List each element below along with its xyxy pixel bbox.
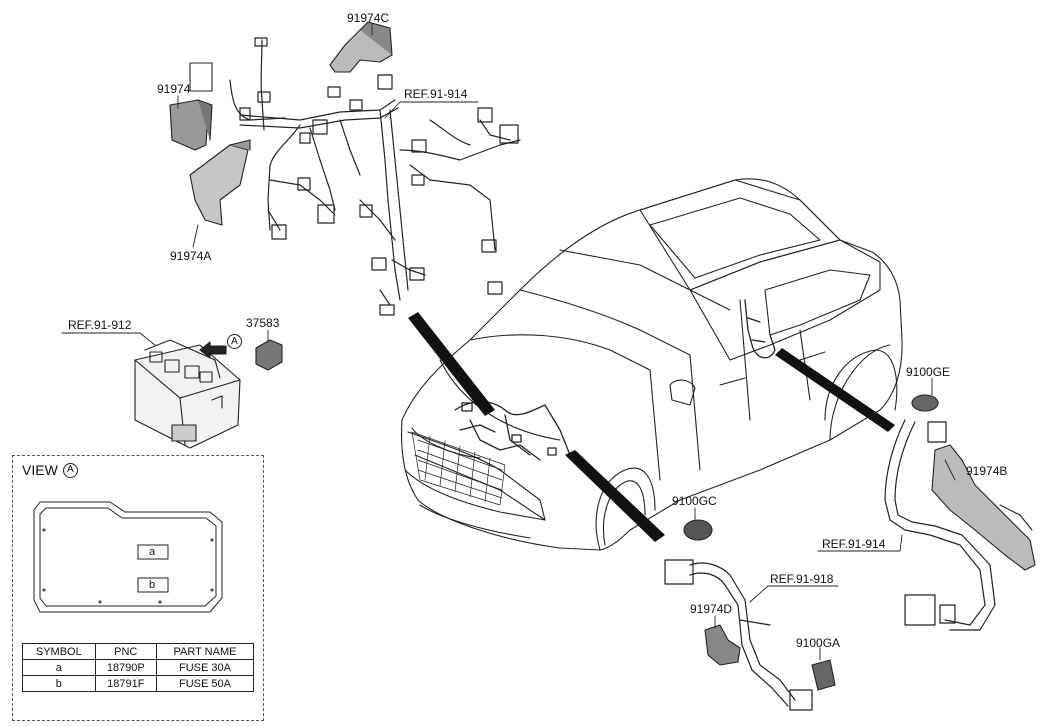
- part-91974-protector: [169, 62, 213, 151]
- view-a-title: VIEW A: [22, 462, 78, 478]
- cell-part-name: FUSE 30A: [155, 659, 255, 676]
- label-9100ge: 9100GE: [906, 365, 951, 379]
- label-9100gc: 9100GC: [672, 494, 717, 508]
- view-marker-circle: A: [227, 334, 242, 349]
- bottom-harness: [664, 559, 813, 711]
- label-ref-91-918: REF.91-918: [770, 572, 834, 586]
- vehicle-grille: [411, 431, 506, 506]
- right-harness: [884, 419, 996, 631]
- view-arrow: [199, 341, 227, 359]
- label-91974d: 91974D: [690, 602, 733, 616]
- cell-symbol: b: [22, 675, 96, 692]
- header-pnc: PNC: [94, 643, 157, 660]
- cell-pnc: 18790P: [94, 659, 157, 676]
- part-91974c-protector: [329, 21, 393, 73]
- label-37583: 37583: [246, 316, 280, 330]
- label-ref-91-912: REF.91-912: [68, 318, 132, 332]
- label-91974c: 91974C: [347, 11, 390, 25]
- header-part-name: PART NAME: [155, 643, 255, 660]
- view-a-panel: [12, 455, 264, 721]
- vehicle-outline: [401, 178, 903, 551]
- cell-pnc: 18791F: [94, 675, 157, 692]
- view-title-text: VIEW: [22, 462, 58, 478]
- cell-part-name: FUSE 50A: [155, 675, 255, 692]
- callout-bands: [408, 312, 895, 542]
- parts-table: SYMBOL PNC PART NAME a 18790P FUSE 30A b…: [22, 643, 255, 692]
- fuse-b-label: b: [148, 579, 156, 591]
- part-91974a-protector: [189, 139, 251, 226]
- part-9100ge-grommet: [911, 394, 939, 412]
- part-91974d-protector: [704, 624, 741, 666]
- table-row: a 18790P FUSE 30A: [22, 659, 255, 676]
- view-title-marker: A: [62, 462, 78, 478]
- part-9100ga-grommet: [811, 659, 836, 691]
- parts-table-header: SYMBOL PNC PART NAME: [22, 643, 255, 660]
- junction-box: [134, 339, 241, 449]
- label-ref-91-914-top: REF.91-914: [404, 87, 468, 101]
- fuse-box-outline: [33, 501, 223, 613]
- label-91974: 91974: [157, 82, 191, 96]
- cell-symbol: a: [22, 659, 96, 676]
- main-harness: [229, 37, 521, 316]
- part-9100gc-grommet: [683, 519, 713, 541]
- vehicle-engine-wiring: [454, 401, 571, 461]
- table-row: b 18791F FUSE 50A: [22, 675, 255, 692]
- header-symbol: SYMBOL: [22, 643, 96, 660]
- label-91974b: 91974B: [966, 464, 1008, 478]
- fuse-a-label: a: [148, 546, 156, 558]
- part-37583-relay: [255, 339, 283, 371]
- vehicle-door-wiring: [744, 299, 776, 359]
- label-91974a: 91974A: [170, 249, 212, 263]
- label-9100ga: 9100GA: [796, 636, 841, 650]
- label-ref-91-914-right: REF.91-914: [822, 537, 886, 551]
- leader-lines: [61, 23, 956, 661]
- part-91974b-protector: [931, 444, 1036, 571]
